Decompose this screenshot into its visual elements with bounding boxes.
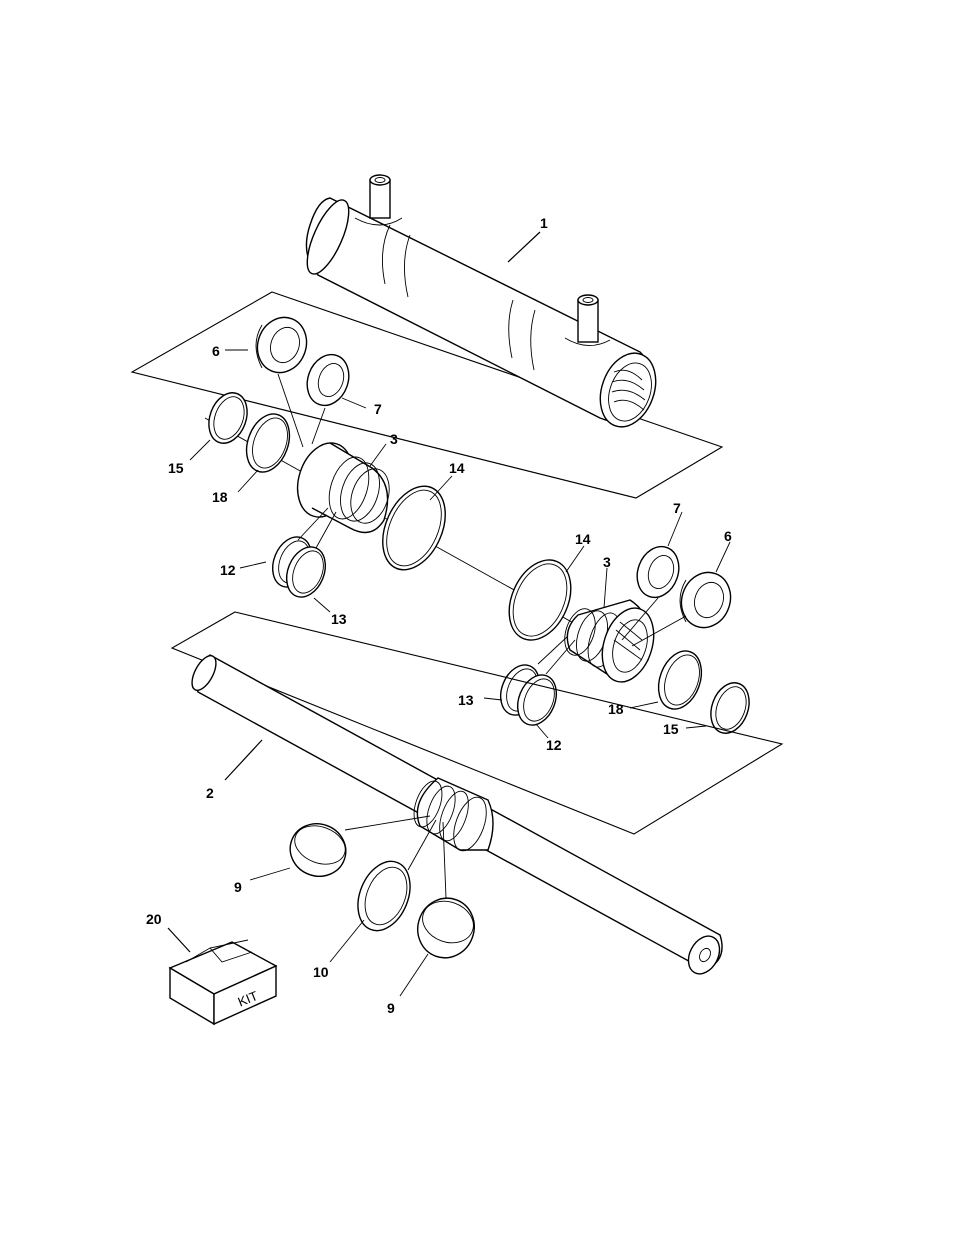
callout-6: 6 — [212, 343, 220, 359]
callout-3: 3 — [603, 554, 611, 570]
callout-10: 10 — [313, 964, 329, 980]
callout-18: 18 — [212, 489, 228, 505]
callout-18: 18 — [608, 701, 624, 717]
callout-9: 9 — [387, 1000, 395, 1016]
callout-13: 13 — [458, 692, 474, 708]
callout-14: 14 — [575, 531, 591, 547]
callout-6: 6 — [724, 528, 732, 544]
callout-13: 13 — [331, 611, 347, 627]
kit-box: KIT — [168, 928, 276, 1024]
callout-2: 2 — [206, 785, 214, 801]
callout-3: 3 — [390, 431, 398, 447]
callout-14: 14 — [449, 460, 465, 476]
callout-15: 15 — [168, 460, 184, 476]
callout-12: 12 — [546, 737, 562, 753]
callout-12: 12 — [220, 562, 236, 578]
cylinder-barrel — [132, 175, 722, 498]
callout-15: 15 — [663, 721, 679, 737]
callout-20: 20 — [146, 911, 162, 927]
callout-7: 7 — [673, 500, 681, 516]
callout-9: 9 — [234, 879, 242, 895]
callout-1: 1 — [540, 215, 548, 231]
callout-7: 7 — [374, 401, 382, 417]
